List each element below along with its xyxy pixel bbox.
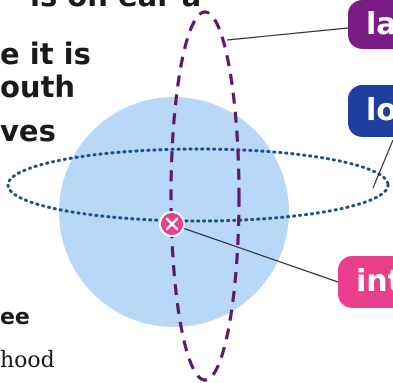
leader-longitude <box>373 140 393 188</box>
label-longitude: lo <box>348 85 393 137</box>
x-marker-icon <box>160 212 184 236</box>
leader-latitude <box>227 28 348 40</box>
label-latitude: la <box>348 0 393 49</box>
label-intersection: int <box>338 256 393 308</box>
